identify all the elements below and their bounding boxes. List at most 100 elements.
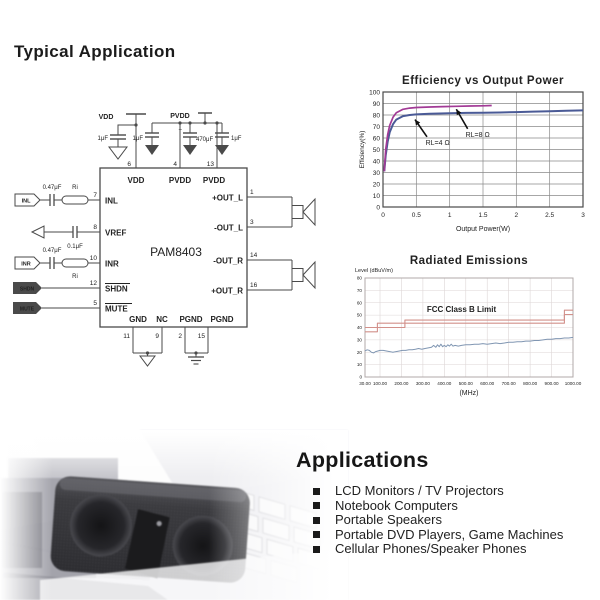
svg-text:Radiated Emissions: Radiated Emissions bbox=[410, 255, 528, 267]
vdd-rail-label: VDD bbox=[99, 114, 114, 121]
inl-connector-icon bbox=[14, 193, 41, 207]
printer-background bbox=[0, 458, 150, 580]
list-item-label: Portable DVD Players, Game Machines bbox=[335, 526, 564, 542]
right-output: 14 16 -OUT_R +OUT_R bbox=[211, 252, 316, 296]
vref-input: 0.1μF 8 VREF bbox=[30, 224, 126, 250]
applications-title: Applications bbox=[296, 448, 429, 472]
pin-outln-label: -OUT_L bbox=[214, 224, 243, 233]
pin7-number: 7 bbox=[93, 192, 97, 199]
svg-text:Level (dBuV/m): Level (dBuV/m) bbox=[355, 268, 393, 274]
pin5-number: 5 bbox=[93, 300, 97, 307]
pin2-number: 2 bbox=[178, 333, 182, 340]
speaker-cone-left bbox=[69, 494, 132, 557]
list-item-label: Portable Speakers bbox=[335, 512, 442, 527]
svg-text:600.00: 600.00 bbox=[480, 381, 494, 386]
svg-text:(MHz): (MHz) bbox=[459, 390, 478, 397]
shdn-input: SHDN 12 SHDN bbox=[13, 280, 130, 294]
pin-outlp-label: +OUT_L bbox=[212, 194, 243, 203]
pvdd-rail-label: PVDD bbox=[170, 113, 189, 120]
svg-text:50: 50 bbox=[357, 313, 363, 318]
svg-text:90: 90 bbox=[373, 101, 381, 108]
svg-text:700.00: 700.00 bbox=[502, 381, 516, 386]
cap-inr-value: 0.47μF bbox=[43, 248, 62, 254]
pin-pvdd1-label: PVDD bbox=[169, 176, 191, 185]
inr-connector-icon bbox=[14, 256, 41, 270]
pin-pvdd2-label: PVDD bbox=[203, 176, 225, 185]
cap-pvdd3-value: 1μF bbox=[231, 136, 242, 142]
svg-text:500.00: 500.00 bbox=[459, 381, 473, 386]
ground-icon bbox=[183, 145, 197, 155]
bullet-square-icon bbox=[313, 531, 320, 539]
left-output: 1 3 +OUT_L -OUT_L bbox=[212, 189, 316, 233]
desk-surface bbox=[0, 470, 348, 600]
svg-text:100: 100 bbox=[369, 89, 380, 96]
svg-text:Efficiency(%): Efficiency(%) bbox=[359, 131, 366, 169]
pin14-number: 14 bbox=[250, 252, 258, 259]
ground-pins: GND NC PGND PGND 11 9 2 15 bbox=[123, 315, 234, 367]
pin-gnd-label: GND bbox=[129, 315, 147, 324]
svg-text:RL=4 Ω: RL=4 Ω bbox=[426, 140, 450, 147]
cap-vdd-icon bbox=[110, 134, 126, 140]
svg-text:30: 30 bbox=[357, 337, 363, 342]
ri-r-label: Ri bbox=[72, 274, 78, 280]
ground-icon bbox=[108, 146, 128, 160]
pin-outrp-label: +OUT_R bbox=[211, 287, 243, 296]
product-photo bbox=[0, 430, 348, 600]
svg-text:2: 2 bbox=[515, 212, 519, 219]
svg-text:1.5: 1.5 bbox=[478, 212, 487, 219]
pin13-number: 13 bbox=[207, 161, 215, 168]
pin-inr-label: INR bbox=[105, 260, 119, 269]
svg-text:40: 40 bbox=[357, 325, 363, 330]
pin-pgnd2-label: PGND bbox=[210, 315, 233, 324]
svg-text:1: 1 bbox=[448, 212, 452, 219]
speaker-icon bbox=[291, 260, 316, 290]
svg-text:70: 70 bbox=[357, 288, 363, 293]
typical-application-title: Typical Application bbox=[14, 42, 176, 61]
svg-text:30: 30 bbox=[373, 170, 381, 177]
svg-text:300.00: 300.00 bbox=[416, 381, 430, 386]
svg-text:FCC Class B Limit: FCC Class B Limit bbox=[427, 305, 497, 314]
speaker-product bbox=[50, 476, 250, 583]
inr-input: INR 0.47μF Ri 10 INR bbox=[14, 248, 119, 280]
cap-vref-value: 0.1μF bbox=[67, 244, 83, 250]
ground-icon bbox=[145, 145, 159, 155]
svg-text:3: 3 bbox=[581, 212, 585, 219]
list-item-label: LCD Monitors / TV Projectors bbox=[335, 483, 504, 498]
svg-text:20: 20 bbox=[357, 350, 363, 355]
svg-text:200.00: 200.00 bbox=[394, 381, 408, 386]
speaker-control-panel bbox=[124, 509, 170, 579]
pin11-number: 11 bbox=[123, 333, 130, 340]
list-item: Cellular Phones/Speaker Phones bbox=[313, 541, 563, 557]
speaker-icon bbox=[291, 197, 316, 227]
mute-input: MUTE 5 MUTE bbox=[13, 300, 132, 314]
pin-pgnd1-label: PGND bbox=[179, 315, 202, 324]
list-item-label: Cellular Phones/Speaker Phones bbox=[335, 541, 527, 556]
pin-shdn-label: SHDN bbox=[105, 285, 128, 294]
list-item: LCD Monitors / TV Projectors bbox=[313, 483, 563, 499]
svg-text:0: 0 bbox=[381, 212, 385, 219]
pin4-number: 4 bbox=[173, 161, 177, 168]
svg-text:100.00: 100.00 bbox=[373, 381, 387, 386]
bullet-square-icon bbox=[313, 502, 320, 510]
pin9-number: 9 bbox=[155, 333, 159, 340]
svg-text:60: 60 bbox=[357, 300, 363, 305]
svg-text:0: 0 bbox=[376, 204, 380, 211]
svg-text:900.00: 900.00 bbox=[545, 381, 559, 386]
applications-list: LCD Monitors / TV Projectors Notebook Co… bbox=[313, 483, 564, 557]
mute-connector-label: MUTE bbox=[20, 307, 35, 313]
arrow-left-icon bbox=[30, 225, 45, 239]
application-schematic: PAM8403 VDD 1μF 6 PVDD bbox=[0, 85, 350, 415]
svg-text:30.00: 30.00 bbox=[359, 381, 371, 386]
cap-pvdd1-value: 1μF bbox=[133, 136, 144, 142]
pam8403-schematic-svg: PAM8403 VDD 1μF 6 PVDD bbox=[13, 112, 316, 367]
phone-foreground bbox=[0, 572, 168, 600]
svg-text:Output Power(W): Output Power(W) bbox=[456, 226, 510, 233]
cap-pvdd2-value: 470μF bbox=[196, 137, 213, 143]
svg-text:Efficiency vs Output Power: Efficiency vs Output Power bbox=[402, 75, 564, 87]
bullet-square-icon bbox=[313, 487, 320, 495]
pin-vref-label: VREF bbox=[105, 229, 126, 238]
